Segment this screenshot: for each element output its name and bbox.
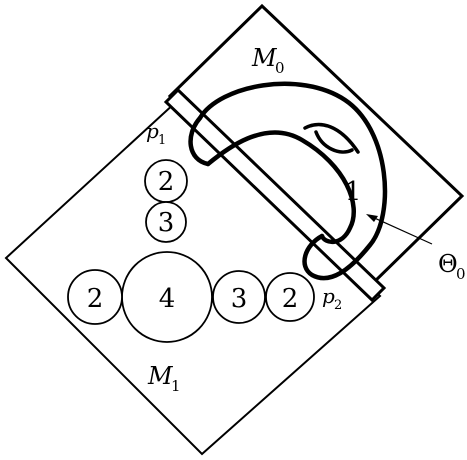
node-2-right	[265, 272, 315, 322]
node-3-right-label: 3	[231, 284, 248, 314]
p1-label-sub: 1	[158, 133, 166, 148]
node-circles	[67, 159, 315, 343]
theta-arrow	[366, 214, 433, 245]
node-2-left-label: 2	[87, 284, 104, 314]
handle-inner-curve	[205, 130, 356, 244]
theta0-label-sub: 0	[456, 265, 466, 283]
m1-label: M 1	[147, 362, 181, 395]
m1-label-sub: 1	[171, 377, 181, 395]
p2-label-sub: 2	[334, 298, 342, 313]
node-3-right	[212, 270, 266, 324]
node-4-center-label: 4	[159, 284, 176, 314]
theta0-label-main: Θ	[438, 250, 458, 278]
p1-label: p 1	[146, 119, 166, 148]
theta0-strip	[163, 87, 387, 303]
p2-label: p 2	[322, 284, 342, 313]
node-2-right-label: 2	[282, 284, 299, 314]
p2-label-main: p	[322, 284, 335, 308]
m1-label-main: M	[147, 362, 174, 390]
node-3-top-label: 3	[158, 208, 175, 238]
handle-tube	[188, 81, 388, 281]
m0-label-sub: 0	[275, 59, 285, 77]
node-2-top-label: 2	[158, 167, 175, 197]
genus-hole	[303, 122, 360, 154]
handle-left-cap	[188, 115, 211, 167]
m0-label: M 0	[251, 44, 285, 77]
handle-number-label: 1	[345, 177, 362, 207]
handle-outer-curve	[197, 81, 388, 281]
hole-upper-curve	[303, 122, 360, 154]
hole-lower-curve	[314, 130, 354, 154]
node-2-left	[67, 269, 123, 325]
theta0-label: Θ 0	[438, 250, 466, 283]
m0-label-main: M	[251, 44, 278, 72]
node-3-top	[145, 201, 187, 243]
p1-label-main: p	[146, 119, 159, 143]
